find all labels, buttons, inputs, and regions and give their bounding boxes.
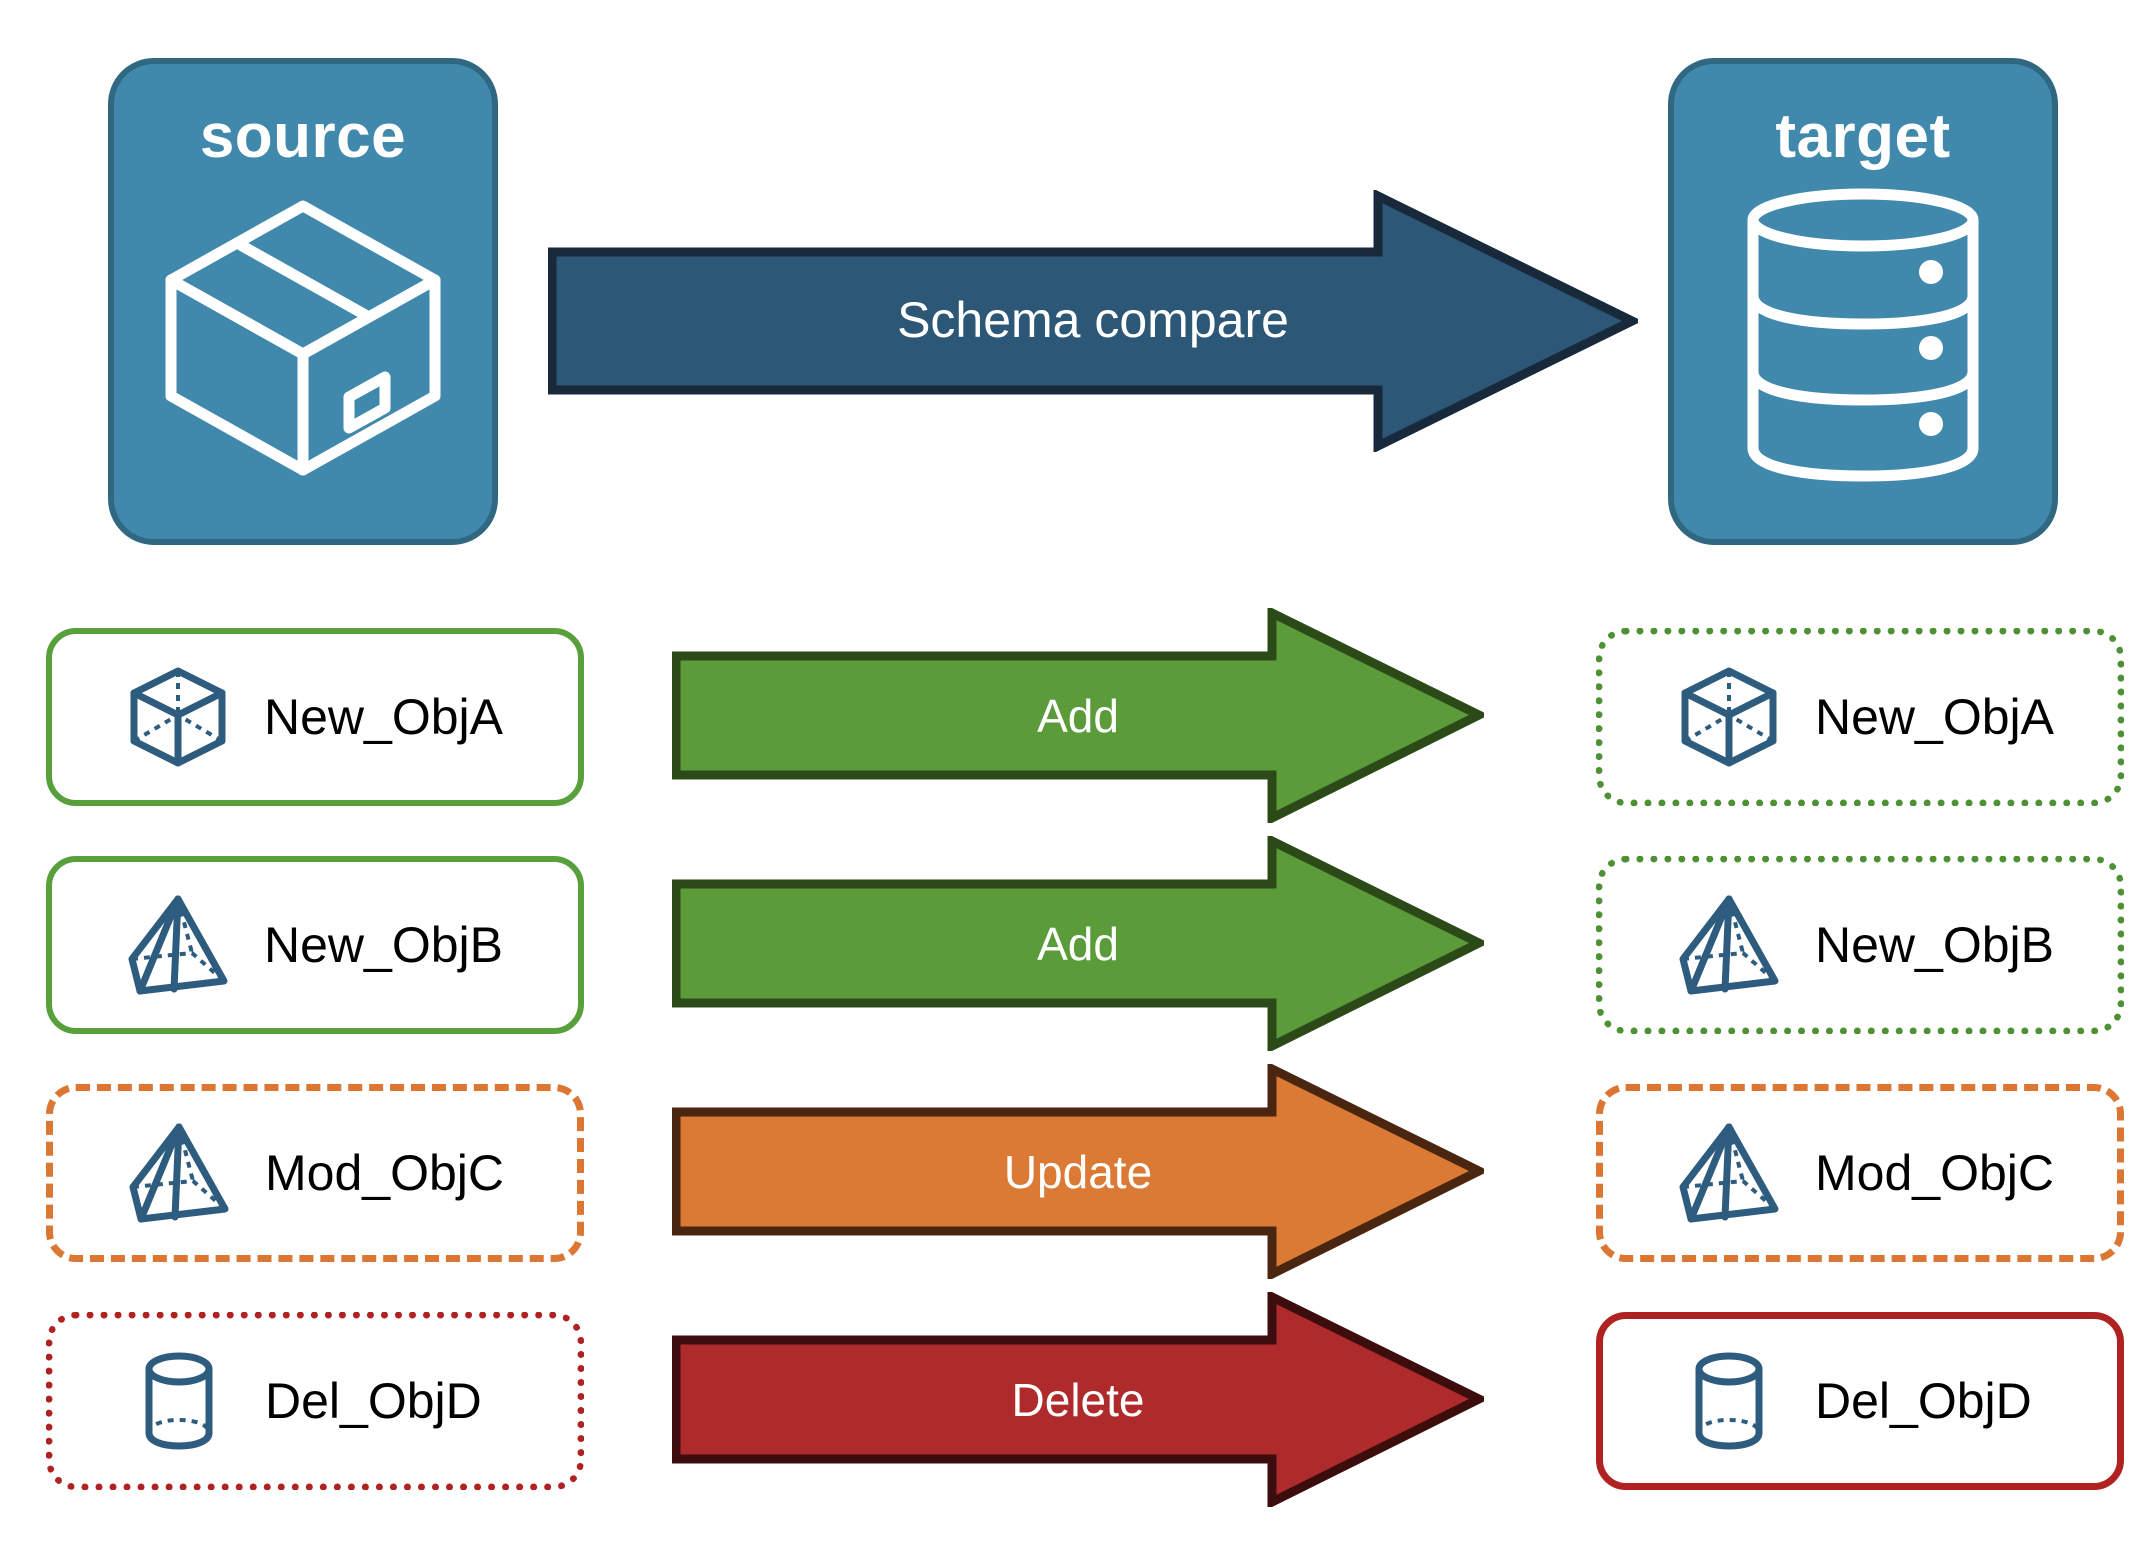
source-object-label-2: Mod_ObjC xyxy=(265,1145,504,1201)
wireframe-pyramid-icon xyxy=(1677,1121,1781,1225)
wireframe-pyramid-icon xyxy=(1677,893,1781,997)
action-arrow-label-0: Add xyxy=(1037,689,1119,742)
target-object-label-0: New_ObjA xyxy=(1815,689,2054,745)
source-object-label-1: New_ObjB xyxy=(264,917,503,973)
wireframe-cube-icon xyxy=(126,665,230,769)
package-box-icon xyxy=(153,184,453,489)
wireframe-cylinder-icon xyxy=(1677,1349,1781,1453)
target-object-card-1[interactable]: New_ObjB xyxy=(1596,856,2124,1034)
action-arrow-2: Update xyxy=(672,1064,1484,1279)
schema-compare-arrow: Schema compare xyxy=(548,190,1638,452)
target-object-label-3: Del_ObjD xyxy=(1815,1373,2032,1429)
wireframe-cube-icon xyxy=(1677,665,1781,769)
target-object-card-0[interactable]: New_ObjA xyxy=(1596,628,2124,806)
action-arrow-label-2: Update xyxy=(1003,1145,1153,1198)
action-arrow-3: Delete xyxy=(672,1292,1484,1507)
wireframe-pyramid-icon xyxy=(127,1121,231,1225)
target-title: target xyxy=(1775,102,1951,171)
source-object-label-0: New_ObjA xyxy=(264,689,503,745)
target-object-label-2: Mod_ObjC xyxy=(1815,1145,2054,1201)
target-object-card-2[interactable]: Mod_ObjC xyxy=(1596,1084,2124,1262)
source-object-card-2[interactable]: Mod_ObjC xyxy=(46,1084,584,1262)
target-object-card-3[interactable]: Del_ObjD xyxy=(1596,1312,2124,1490)
source-object-card-1[interactable]: New_ObjB xyxy=(46,856,584,1034)
source-object-card-0[interactable]: New_ObjA xyxy=(46,628,584,806)
action-arrow-label-3: Delete xyxy=(1011,1373,1145,1426)
source-object-label-3: Del_ObjD xyxy=(265,1373,482,1429)
schema-compare-label: Schema compare xyxy=(897,292,1289,348)
action-arrow-0: Add xyxy=(672,608,1484,823)
target-endpoint-card: target xyxy=(1668,58,2058,545)
action-arrow-label-1: Add xyxy=(1037,917,1119,970)
wireframe-cylinder-icon xyxy=(127,1349,231,1453)
database-cylinder-icon xyxy=(1723,184,2003,489)
action-arrow-1: Add xyxy=(672,836,1484,1051)
wireframe-pyramid-icon xyxy=(126,893,230,997)
source-title: source xyxy=(199,102,407,171)
source-endpoint-card: source xyxy=(108,58,498,545)
source-object-card-3[interactable]: Del_ObjD xyxy=(46,1312,584,1490)
target-object-label-1: New_ObjB xyxy=(1815,917,2054,973)
